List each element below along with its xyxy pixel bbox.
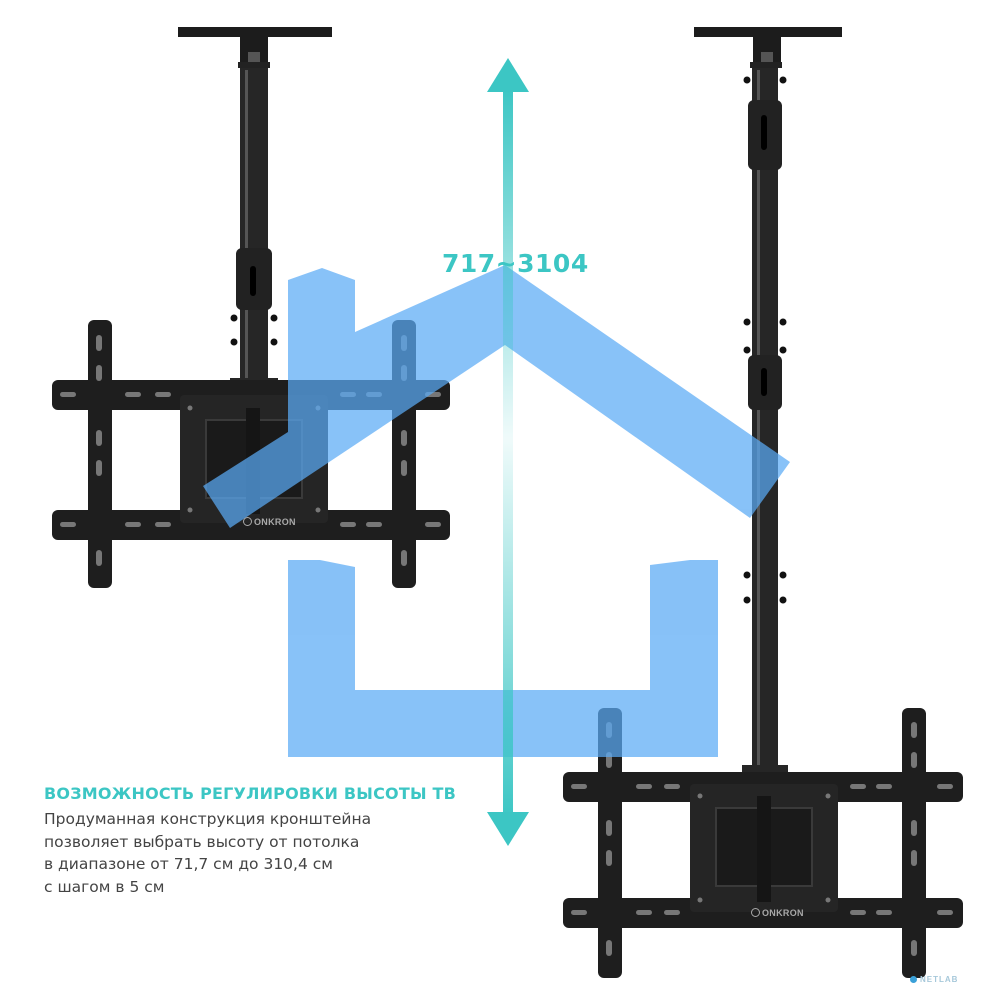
feature-description-line: в диапазоне от 71,7 см до 310,4 см — [44, 855, 333, 873]
feature-description-line: Продуманная конструкция кронштейна — [44, 810, 372, 828]
watermark: NETLAB — [910, 975, 958, 984]
height-range-label: 717~3104 — [442, 249, 589, 278]
brand-logo-short-mount: ONKRON — [243, 517, 296, 527]
double-arrow-icon — [487, 58, 529, 846]
brand-name: ONKRON — [762, 908, 804, 918]
ceiling-mount-long — [563, 27, 963, 978]
feature-description: Продуманная конструкция кронштейна позво… — [44, 808, 464, 898]
feature-description-line: с шагом в 5 см — [44, 877, 165, 896]
brand-logo-long-mount: ONKRON — [751, 908, 804, 918]
netlab-logo-icon — [910, 976, 917, 983]
watermark-text: NETLAB — [920, 975, 959, 984]
feature-description-line: позволяет выбрать высоту от потолка — [44, 832, 360, 851]
house-icon — [203, 265, 790, 757]
onkron-logo-icon — [243, 517, 252, 526]
feature-title: ВОЗМОЖНОСТЬ РЕГУЛИРОВКИ ВЫСОТЫ ТВ — [44, 784, 457, 803]
brand-name: ONKRON — [254, 517, 296, 527]
onkron-logo-icon — [751, 908, 760, 917]
